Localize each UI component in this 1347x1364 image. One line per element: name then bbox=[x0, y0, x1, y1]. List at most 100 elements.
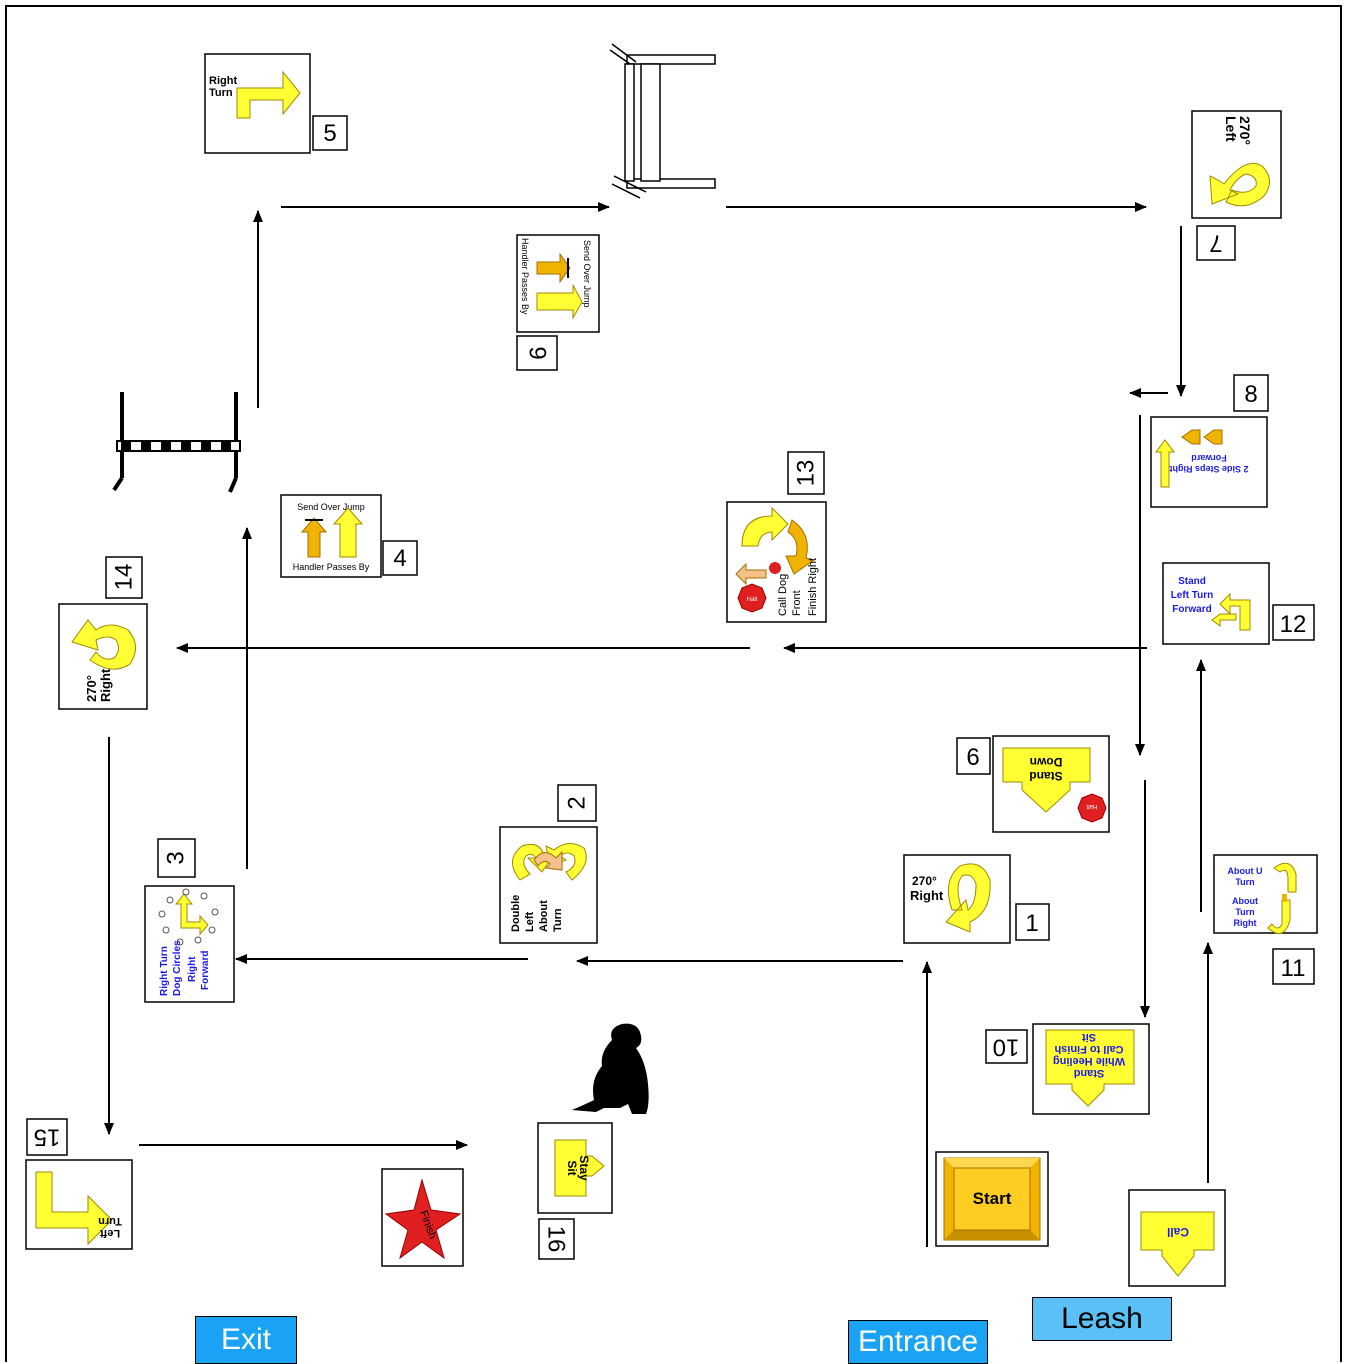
sign-text: While Heeling bbox=[1053, 1055, 1125, 1067]
sign-about-u-turn: About U Turn About Turn Right bbox=[1213, 854, 1318, 934]
svg-text:13: 13 bbox=[793, 460, 820, 487]
course-path-arrows bbox=[104, 202, 1213, 1247]
sign-text: Call to Finish bbox=[1054, 1043, 1123, 1055]
svg-text:1: 1 bbox=[1025, 910, 1038, 937]
sign-text: Left bbox=[524, 912, 536, 933]
station-number-6: 6 bbox=[956, 737, 991, 775]
sign-270-right-1: 270° Right bbox=[903, 854, 1011, 944]
sign-stand-down: Stand Down Halt bbox=[992, 735, 1110, 833]
sign-text: Double bbox=[510, 895, 522, 932]
sign-send-over-jump-4: Send Over Jump Handler Passes By bbox=[280, 494, 382, 578]
station-number-7: 7 bbox=[1196, 225, 1236, 261]
sign-text: Right bbox=[187, 956, 198, 982]
sign-call: Call bbox=[1128, 1189, 1226, 1287]
sign-text: Turn bbox=[98, 1215, 122, 1227]
station-number-12: 12 bbox=[1272, 604, 1315, 641]
sign-text: Dog Circles bbox=[172, 940, 183, 996]
station-number-10: 10 bbox=[985, 1029, 1028, 1064]
sign-text: 270° bbox=[912, 874, 937, 888]
sign-text: Stand bbox=[1178, 576, 1206, 587]
270-left-arrow-icon bbox=[1209, 162, 1270, 207]
sign-text: Turn bbox=[209, 87, 233, 99]
sign-left-turn: Left Turn bbox=[25, 1159, 133, 1250]
sign-text: Sit bbox=[1082, 1031, 1096, 1043]
sign-text: Stay bbox=[577, 1155, 591, 1181]
sign-text: Stand bbox=[1074, 1067, 1105, 1079]
svg-text:7: 7 bbox=[1209, 230, 1222, 257]
station-number-15: 15 bbox=[26, 1118, 68, 1156]
course-border bbox=[5, 5, 1342, 1362]
sign-text: Right bbox=[910, 888, 944, 903]
sign-call-dog-front-finish-right: Halt Call Dog Front Finish Right bbox=[726, 501, 827, 623]
sign-text: Send Over Jump bbox=[582, 240, 592, 308]
svg-text:Halt: Halt bbox=[747, 597, 758, 603]
station-number-2: 2 bbox=[557, 784, 597, 822]
station-number-1: 1 bbox=[1015, 903, 1050, 941]
sign-text: Right Turn bbox=[159, 946, 170, 996]
svg-text:11: 11 bbox=[1281, 955, 1306, 982]
sign-2-side-steps-right: 2 Side Steps Right Forward bbox=[1150, 416, 1268, 508]
sign-text: Handler Passes By bbox=[293, 562, 370, 572]
svg-text:8: 8 bbox=[1244, 381, 1257, 408]
svg-text:15: 15 bbox=[34, 1124, 61, 1151]
sign-text: 2 Side Steps Right bbox=[1169, 464, 1248, 474]
station-number-9: 9 bbox=[516, 335, 558, 371]
sign-text: Send Over Jump bbox=[297, 502, 365, 512]
exit-label: Exit bbox=[195, 1316, 297, 1364]
sign-sit-stay: Sit Stay bbox=[537, 1122, 613, 1214]
sign-finish: Finish bbox=[381, 1168, 464, 1267]
svg-text:5: 5 bbox=[323, 120, 336, 147]
sign-right-turn-dog-circles: Right Turn Dog Circles Right Forward bbox=[144, 885, 235, 1003]
halt-sign-icon bbox=[737, 583, 767, 613]
sign-270-right-14: 270° Right bbox=[58, 603, 148, 710]
sign-text: Right bbox=[98, 668, 113, 702]
station-number-16: 16 bbox=[538, 1218, 575, 1260]
sign-text: Turn bbox=[552, 908, 564, 932]
sign-text: About bbox=[1232, 896, 1258, 906]
sign-text: Left bbox=[100, 1227, 121, 1239]
sign-text: Left Turn bbox=[1171, 590, 1214, 601]
sign-text: Down bbox=[1030, 755, 1063, 769]
station-number-13: 13 bbox=[787, 451, 825, 495]
station-number-8: 8 bbox=[1233, 374, 1269, 412]
svg-text:12: 12 bbox=[1280, 611, 1307, 638]
sign-text: 270° bbox=[1237, 116, 1253, 145]
sign-right-turn: Right Turn bbox=[204, 53, 311, 154]
svg-text:14: 14 bbox=[111, 564, 138, 591]
svg-text:6: 6 bbox=[966, 744, 979, 771]
sign-text: Turn bbox=[1235, 907, 1254, 917]
svg-text:10: 10 bbox=[993, 1034, 1020, 1061]
sign-text: About U bbox=[1228, 866, 1263, 876]
sign-text: Left bbox=[1223, 116, 1239, 142]
sign-270-left: 270° Left bbox=[1191, 110, 1282, 219]
sign-text: About bbox=[538, 900, 550, 932]
sign-text: Forward bbox=[200, 951, 211, 990]
sign-text: Right bbox=[1234, 918, 1257, 928]
sign-text: Turn bbox=[1235, 877, 1254, 887]
sign-text: Call bbox=[1167, 1225, 1189, 1239]
svg-text:Halt: Halt bbox=[1086, 803, 1097, 809]
sign-stand-while-heeling: Stand While Heeling Call to Finish Sit bbox=[1032, 1023, 1150, 1115]
leash-label: Leash bbox=[1032, 1297, 1172, 1341]
svg-text:4: 4 bbox=[393, 545, 406, 572]
sign-start: Start bbox=[935, 1151, 1049, 1247]
sign-stand-left-turn-forward: Stand Left Turn Forward bbox=[1162, 562, 1270, 645]
sign-text: Right bbox=[209, 75, 237, 87]
station-number-4: 4 bbox=[382, 540, 418, 576]
sitting-dog-icon bbox=[572, 1023, 649, 1114]
sign-double-left-about-turn: Double Left About Turn bbox=[499, 826, 598, 944]
sign-text: Forward bbox=[1172, 604, 1211, 615]
station-number-5: 5 bbox=[312, 115, 348, 151]
sign-text: Sit bbox=[565, 1160, 579, 1175]
station-number-14: 14 bbox=[105, 556, 143, 599]
sign-text: Front bbox=[791, 590, 803, 616]
svg-text:3: 3 bbox=[163, 851, 190, 864]
sign-text: Call Dog bbox=[777, 574, 789, 616]
sign-text: Start bbox=[973, 1189, 1012, 1208]
halt-sign-icon bbox=[1077, 793, 1107, 823]
bar-jump-icon bbox=[112, 392, 241, 493]
sign-send-over-jump-handler-passes-by: Send Over Jump Handler Passes By bbox=[516, 234, 600, 333]
finish-star-icon bbox=[384, 1178, 462, 1260]
broad-jump-icon bbox=[609, 43, 716, 199]
